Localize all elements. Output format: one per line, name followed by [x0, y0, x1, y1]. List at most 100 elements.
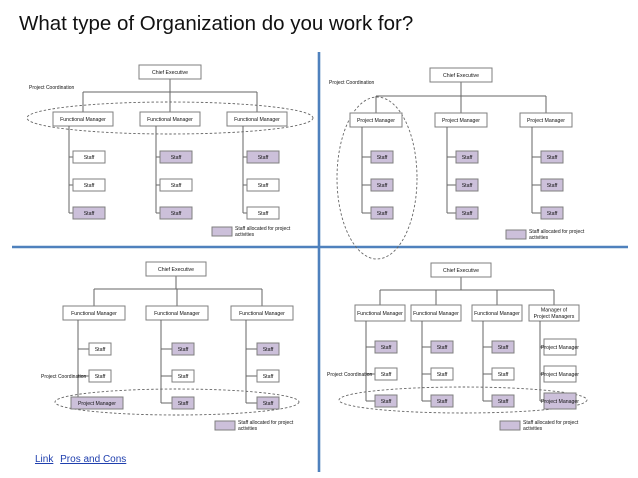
staff-box	[246, 178, 280, 192]
staff-box	[88, 342, 112, 356]
functional-manager-box-label: Functional Manager	[413, 311, 459, 317]
staff-box	[256, 396, 280, 410]
project-manager-box	[543, 392, 577, 410]
project-coordination-ellipse	[338, 386, 588, 414]
functional-manager-box-label: Functional Manager	[239, 311, 285, 317]
staff-box	[540, 150, 564, 164]
staff-box-label: Staff	[178, 374, 189, 380]
staff-box-label: Staff	[95, 374, 106, 380]
chief-executive-box	[145, 261, 207, 277]
functional-manager-box	[62, 305, 126, 321]
staff-box-label: Staff	[377, 183, 388, 189]
manager-of-project-managers-box	[528, 304, 580, 322]
staff-box-label: Staff	[381, 399, 392, 405]
link[interactable]: Link	[35, 454, 54, 465]
staff-box-label: Staff	[498, 372, 509, 378]
staff-box	[430, 394, 454, 408]
staff-box	[374, 367, 398, 381]
project-manager-box-label: Project Manager	[541, 399, 579, 405]
functional-manager-box-label: Functional Manager	[60, 117, 106, 123]
legend-swatch	[214, 420, 236, 431]
staff-box	[540, 206, 564, 220]
staff-box	[159, 206, 193, 220]
functional-manager-box	[354, 304, 406, 322]
staff-box-label: Staff	[258, 211, 269, 217]
staff-box	[246, 206, 280, 220]
chief-executive-box-label: Chief Executive	[443, 268, 479, 274]
functional-manager-box	[139, 111, 201, 127]
functional-manager-box	[230, 305, 294, 321]
staff-box	[171, 342, 195, 356]
project-coordination-label: Project Coordination	[29, 85, 75, 91]
staff-box	[491, 394, 515, 408]
staff-box-label: Staff	[258, 155, 269, 161]
project-manager-box	[434, 112, 488, 128]
legend-swatch	[211, 226, 233, 237]
staff-box-label: Staff	[437, 345, 448, 351]
staff-box-label: Staff	[498, 399, 509, 405]
staff-box	[246, 150, 280, 164]
staff-box	[491, 340, 515, 354]
staff-box	[159, 178, 193, 192]
staff-box-label: Staff	[547, 155, 558, 161]
functional-manager-box-label: Functional Manager	[154, 311, 200, 317]
staff-box	[374, 340, 398, 354]
staff-box-label: Staff	[263, 374, 274, 380]
project-coordination-label: Project Coordination	[329, 80, 375, 86]
pros-and-cons-link[interactable]: Pros and Cons	[60, 454, 127, 465]
functional-manager-box	[52, 111, 114, 127]
project-manager-box-label: Project Manager	[527, 118, 565, 124]
staff-box	[540, 178, 564, 192]
staff-box-label: Staff	[462, 183, 473, 189]
functional-manager-box-label: Functional Manager	[147, 117, 193, 123]
chief-executive-box-label: Chief Executive	[443, 73, 479, 79]
staff-box-label: Staff	[178, 401, 189, 407]
staff-box-label: Staff	[381, 345, 392, 351]
staff-box-label: Staff	[84, 183, 95, 189]
functional-manager-box-label: Functional Manager	[474, 311, 520, 317]
staff-box	[370, 178, 394, 192]
staff-box-label: Staff	[171, 183, 182, 189]
staff-box	[171, 396, 195, 410]
functional-manager-box-label: Functional Manager	[71, 311, 117, 317]
project-manager-box-label: Project Manager	[541, 345, 579, 351]
staff-box-label: Staff	[381, 372, 392, 378]
staff-box-label: Staff	[171, 211, 182, 217]
chief-executive-box	[429, 67, 493, 83]
staff-box-label: Staff	[84, 211, 95, 217]
staff-box	[491, 367, 515, 381]
legend-swatch	[499, 420, 521, 431]
staff-box	[430, 340, 454, 354]
staff-box	[88, 369, 112, 383]
staff-box	[455, 150, 479, 164]
staff-box	[370, 206, 394, 220]
staff-box-label: Staff	[462, 211, 473, 217]
page-title: What type of Organization do you work fo…	[19, 12, 414, 35]
staff-box-label: Staff	[437, 399, 448, 405]
staff-box	[72, 150, 106, 164]
project-coordination-ellipse	[54, 388, 300, 416]
staff-box	[72, 178, 106, 192]
functional-manager-box	[471, 304, 523, 322]
functional-manager-box	[145, 305, 209, 321]
staff-box	[455, 178, 479, 192]
staff-box-label: Staff	[171, 155, 182, 161]
staff-box-label: Staff	[258, 183, 269, 189]
staff-box	[430, 367, 454, 381]
project-manager-box	[543, 365, 577, 383]
functional-manager-box	[226, 111, 288, 127]
chief-executive-box-label: Chief Executive	[152, 70, 188, 76]
project-manager-box	[349, 112, 403, 128]
